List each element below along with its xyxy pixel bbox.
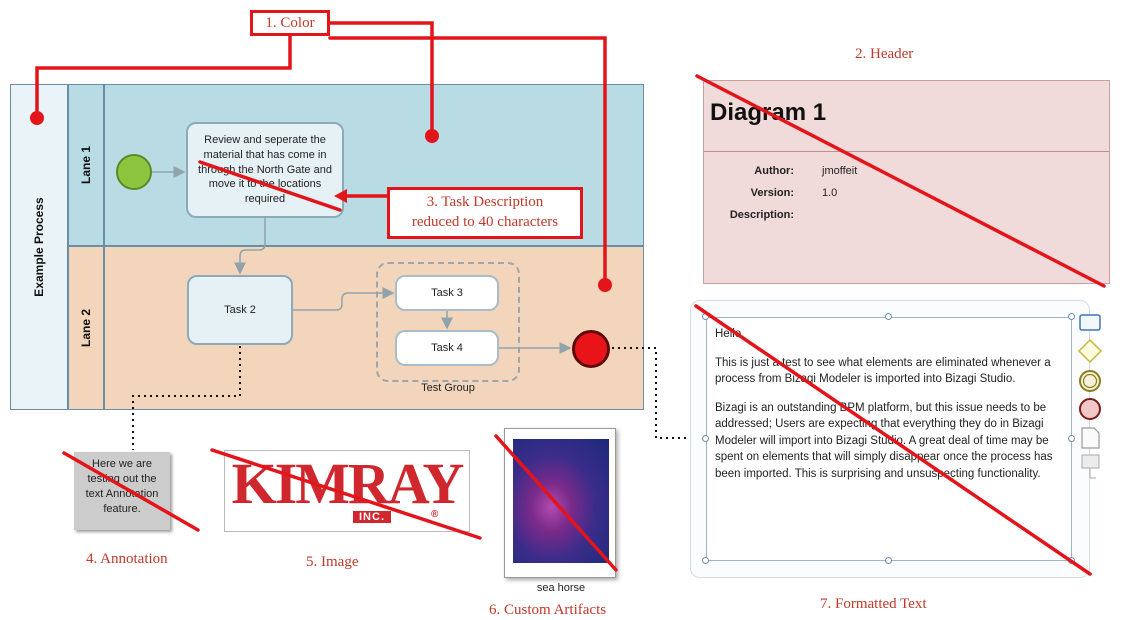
- task-description-arrowhead: [334, 189, 347, 203]
- color-callout: 1. Color: [250, 10, 330, 36]
- resize-handle-tm[interactable]: [885, 313, 892, 320]
- task-4-label: Task 4: [431, 341, 463, 354]
- lane2-header: Lane 2: [68, 246, 104, 410]
- resize-handle-ml[interactable]: [702, 435, 709, 442]
- add-gateway-icon[interactable]: [1077, 338, 1103, 364]
- image-artifact[interactable]: KIMRAY INC. ®: [224, 450, 470, 532]
- association-formatted-text: [612, 347, 704, 439]
- task-description-strike: [198, 160, 342, 212]
- formatted-text-p3: Bizagi is an outstanding BPM platform, b…: [715, 401, 1053, 480]
- version-value: 1.0: [822, 187, 838, 199]
- task-3-label: Task 3: [431, 286, 463, 299]
- color-dot-lane2: [598, 278, 612, 292]
- task-description-callout-line2: reduced to 40 characters: [411, 214, 559, 230]
- image-strike: [210, 448, 482, 540]
- resize-handle-tr[interactable]: [1068, 313, 1075, 320]
- description-label: Description:: [729, 209, 794, 221]
- logo-reg: ®: [431, 509, 439, 520]
- annotation-callout: 4. Annotation: [86, 551, 168, 567]
- task-description-callout-line1: 3. Task Description: [426, 194, 544, 210]
- author-value: jmoffeit: [822, 165, 858, 177]
- task-description-callout: 3. Task Description reduced to 40 charac…: [387, 187, 583, 239]
- color-callout-line-left: [35, 34, 292, 118]
- logo-main: KIMRAY: [231, 451, 465, 516]
- task-3[interactable]: Task 3: [395, 275, 499, 311]
- start-event[interactable]: [116, 154, 152, 190]
- author-label: Author:: [754, 165, 794, 177]
- task-4[interactable]: Task 4: [395, 330, 499, 366]
- add-intermediate-event-inner: [1082, 373, 1098, 389]
- color-callout-line-right: [328, 36, 607, 285]
- resize-handle-bm[interactable]: [885, 557, 892, 564]
- lane1-header: Lane 1: [68, 84, 104, 246]
- add-task-icon[interactable]: [1079, 314, 1101, 331]
- color-dot-pool: [30, 111, 44, 125]
- custom-artifact[interactable]: sea horse: [504, 428, 616, 594]
- task-2-label: Task 2: [224, 303, 256, 316]
- header-callout: 2. Header: [855, 46, 914, 62]
- formatted-text-callout: 7. Formatted Text: [820, 596, 927, 612]
- flow-task2-to-task3: [293, 287, 395, 311]
- formatted-text-p2: This is just a test to see what elements…: [715, 356, 1051, 386]
- color-dot-lane1: [425, 129, 439, 143]
- formatted-text-strike: [694, 304, 1092, 576]
- flow-review-to-task2: [234, 218, 266, 275]
- pool-header: Example Process: [10, 84, 68, 410]
- resize-handle-mr[interactable]: [1068, 435, 1075, 442]
- header-strike: [695, 74, 1106, 288]
- logo-sub: INC.: [353, 511, 391, 523]
- association-annotation: [132, 346, 241, 450]
- test-group[interactable]: [376, 262, 520, 382]
- group-label: Test Group: [421, 382, 475, 394]
- resize-handle-bl[interactable]: [702, 557, 709, 564]
- text-annotation[interactable]: Here we are testing out the text Annotat…: [74, 452, 170, 530]
- custom-artifacts-callout: 6. Custom Artifacts: [489, 602, 607, 618]
- artifact-strike: [494, 434, 618, 572]
- task-2[interactable]: Task 2: [187, 275, 293, 345]
- add-document-icon[interactable]: [1081, 427, 1100, 449]
- artifact-caption: sea horse: [536, 582, 586, 594]
- annotation-strike: [62, 451, 200, 532]
- header-divider: [704, 151, 1109, 152]
- image-callout: 5. Image: [306, 554, 359, 570]
- annotation-text: Here we are testing out the text Annotat…: [85, 458, 159, 515]
- version-label: Version:: [750, 187, 794, 199]
- add-text-annotation-tail: [1089, 468, 1096, 479]
- formatted-text-p1: Hello,: [715, 328, 745, 340]
- color-callout-line-middle: [328, 21, 434, 136]
- end-event[interactable]: [572, 330, 610, 368]
- add-end-event-icon[interactable]: [1079, 398, 1101, 420]
